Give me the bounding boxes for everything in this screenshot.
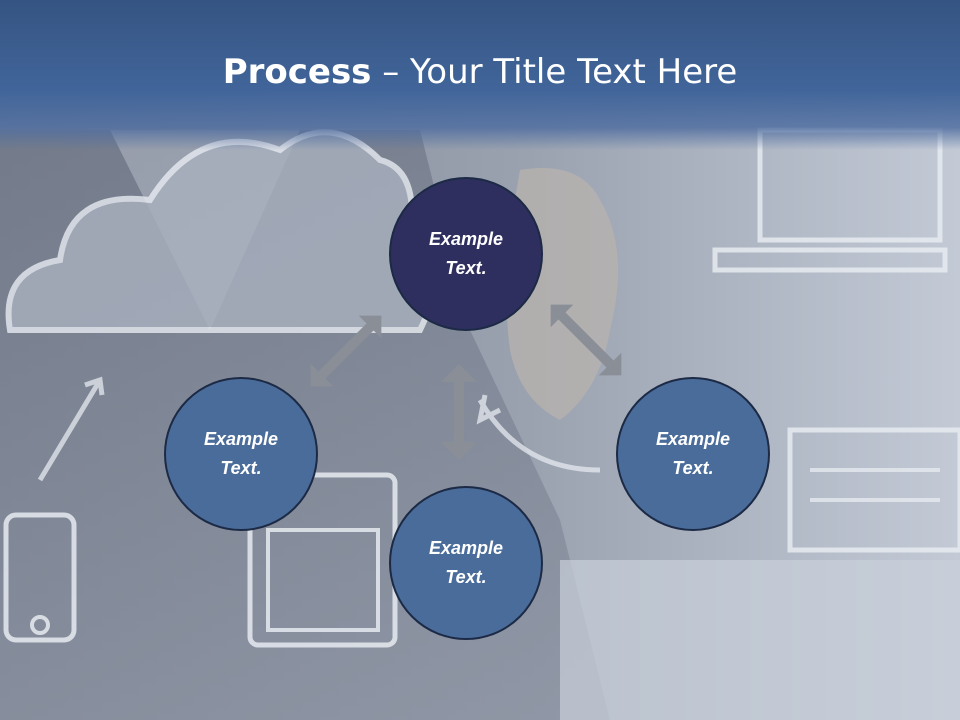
arrow-top-left: [310, 315, 382, 387]
arrow-vertical: [441, 364, 477, 460]
process-node-bottom: Example Text.: [389, 486, 543, 640]
node-text: Example Text.: [428, 229, 504, 278]
slide-title: Process – Your Title Text Here: [0, 52, 960, 92]
title-rest: – Your Title Text Here: [371, 52, 738, 92]
node-text: Example Text.: [428, 538, 504, 587]
process-node-left: Example Text.: [164, 377, 318, 531]
node-text: Example Text.: [655, 429, 731, 478]
process-node-top: Example Text.: [389, 177, 543, 331]
title-bar: [0, 0, 960, 150]
title-bold: Process: [222, 52, 372, 92]
arrow-top-right: [550, 304, 622, 376]
process-node-right: Example Text.: [616, 377, 770, 531]
node-text: Example Text.: [203, 429, 279, 478]
